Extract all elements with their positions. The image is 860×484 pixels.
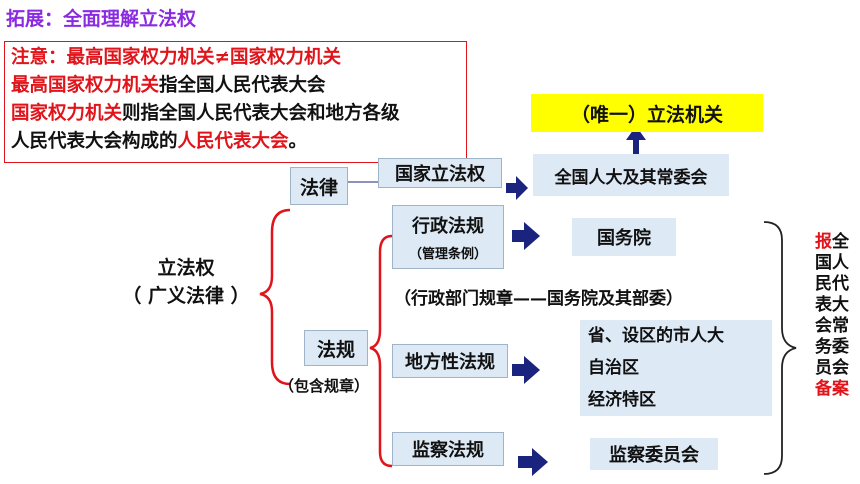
regulations-node: 法规 <box>304 330 368 366</box>
supervision-regulations: 监察法规 <box>392 432 504 466</box>
note-line-3: 国家权力机关则指全国人民代表大会和地方各级 <box>11 103 400 124</box>
administrative-regulations: 行政法规 （管理条例） <box>392 205 504 269</box>
arrow-local <box>512 356 540 384</box>
arrow-law <box>506 176 528 200</box>
arrows <box>506 126 646 476</box>
local-organ-item: 省、设区的市人大 <box>588 326 724 346</box>
note-line-1: 注意：最高国家权力机关≠国家权力机关 <box>11 47 342 68</box>
local-organ-item: 自治区 <box>588 358 639 378</box>
arrow-up <box>626 126 646 158</box>
root-node: 立法权 （ 广义法律 ） <box>122 257 250 307</box>
department-rules: （行政部门规章——国务院及其部委） <box>394 289 683 309</box>
sole-legislature-label: （唯一）立法机关 <box>531 94 763 132</box>
npc-standing-committee: 全国人大及其常委会 <box>533 154 729 196</box>
law-node: 法律 <box>290 167 348 205</box>
note-line-2: 最高国家权力机关指全国人民代表大会 <box>11 75 326 96</box>
national-legislative-power: 国家立法权 <box>378 158 502 188</box>
local-organs: 省、设区的市人大 自治区 经济特区 <box>580 320 772 416</box>
arrow-admin <box>512 222 540 250</box>
administrative-regulations-label: 行政法规 <box>412 216 484 237</box>
local-organ-item: 经济特区 <box>588 390 656 410</box>
state-council: 国务院 <box>572 218 676 256</box>
filing-brace <box>763 221 797 475</box>
page-title: 拓展：全面理解立法权 <box>6 8 197 30</box>
local-regulations: 地方性法规 <box>392 344 508 378</box>
regulations-note: （包含规章） <box>278 376 369 395</box>
note-line-4: 人民代表大会构成的人民代表大会。 <box>11 131 308 152</box>
regulations-bracket <box>369 234 393 468</box>
arrow-supervision <box>518 448 548 476</box>
filing-note: 报全 国人 民代 表大 会常 务委 员会 备案 <box>815 232 849 399</box>
note-box: 注意：最高国家权力机关≠国家权力机关 最高国家权力机关指全国人民代表大会 国家权… <box>4 41 467 163</box>
supervision-commission: 监察委员会 <box>590 438 718 470</box>
administrative-regulations-sub: （管理条例） <box>408 246 487 262</box>
root-bracket <box>259 208 291 386</box>
